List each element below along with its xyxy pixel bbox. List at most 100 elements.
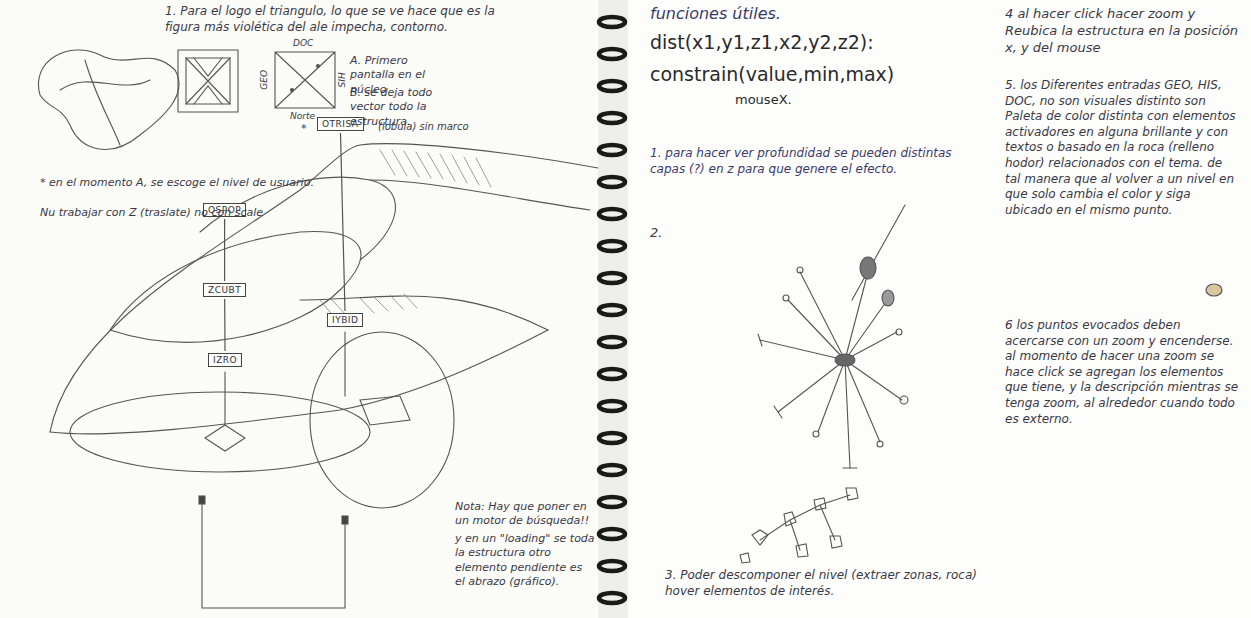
small-square [830, 536, 842, 548]
frame-line [202, 500, 345, 608]
burst-core [835, 354, 855, 366]
tag-box: IZRO [208, 353, 242, 367]
link-line [760, 495, 850, 550]
plate-ellipse [70, 392, 370, 472]
tag-box: ZCUBT [203, 283, 246, 297]
function-signature: constrain(value,min,max) [650, 62, 894, 87]
spoke-end [877, 441, 883, 447]
small-square [740, 553, 750, 563]
spiral-ring [599, 113, 625, 123]
tag-text: ZCUBT [208, 285, 241, 295]
spoke-line [760, 205, 905, 468]
note-text: y en un "loading" se toda la estructura … [455, 532, 595, 589]
triangle-sketch [60, 80, 150, 90]
star-mark: * [301, 122, 307, 136]
spiral-binding [599, 17, 625, 603]
direction-label: Norte [290, 111, 315, 123]
surface-outline [300, 296, 548, 330]
direction-label: DOC [293, 38, 313, 50]
right-page [628, 0, 1251, 618]
pencil-sketches [38, 50, 908, 608]
function-signature: dist(x1,y1,z1,x2,y2,z2): [650, 30, 874, 55]
logo-square [178, 50, 238, 112]
spoke-end [813, 431, 819, 437]
tag-text: IYBID [332, 315, 358, 325]
small-square [814, 498, 826, 510]
surface-outline [50, 330, 548, 434]
direction-label: HIS [335, 72, 347, 87]
dot [317, 65, 320, 68]
connector-line [224, 219, 225, 281]
plate-square [360, 396, 410, 425]
triangle-sketch [85, 60, 120, 145]
spiral-ring [599, 561, 625, 571]
spoke-end [783, 295, 789, 301]
surface-outline [370, 180, 590, 210]
spoke-end [900, 396, 908, 404]
note-text: * en el momento A, se escoge el nivel de… [40, 176, 320, 190]
stem-marker [199, 496, 205, 504]
function-name: mouseX. [735, 92, 792, 109]
spiral-ring [599, 177, 625, 187]
spiral-ring [599, 305, 625, 315]
spiral-ring [599, 209, 625, 219]
spoke-end [896, 329, 902, 335]
spiral-ring [599, 273, 625, 283]
small-diamond [752, 530, 768, 545]
pebble-icon [1206, 284, 1222, 296]
callout-number: 2. [650, 225, 662, 242]
spoke-end [797, 267, 803, 273]
spoke-end [882, 290, 894, 306]
numbered-note: 5. los Diferentes entradas GEO, HIS, DOC… [1005, 78, 1240, 218]
spiral-ring [599, 593, 625, 603]
hatch-lines [380, 150, 491, 187]
small-square [784, 512, 796, 526]
spiral-ring [599, 81, 625, 91]
section-heading: funciones útiles. [650, 4, 781, 25]
page-gutter [598, 0, 628, 618]
connector-line [224, 299, 226, 351]
note-text: 1. Para el logo el triangulo, lo que se … [165, 4, 525, 35]
spiral-ring [599, 369, 625, 379]
note-text: Nu trabajar con Z (traslate) no con scal… [40, 206, 330, 220]
stem-line [225, 332, 345, 425]
left-page [0, 0, 598, 618]
navigation-square [275, 52, 335, 108]
linked-squares [740, 488, 858, 563]
tag-box: IYBID [327, 313, 363, 327]
small-square [796, 544, 808, 557]
spoke-end [843, 467, 857, 468]
spiral-ring [599, 497, 625, 507]
spiral-ring [599, 17, 625, 27]
dot [291, 89, 294, 92]
small-square [846, 488, 858, 500]
surface-hatching [320, 150, 491, 318]
spiral-ring [599, 529, 625, 539]
annotation: (lobula) sin marco [378, 120, 488, 133]
triangle-sketch [38, 50, 179, 150]
spiral-ring [599, 49, 625, 59]
numbered-note: 1. para hacer ver profundidad se pueden … [650, 146, 980, 177]
plate-diamond [205, 425, 245, 451]
logo-cross [186, 58, 230, 104]
numbered-note: 3. Poder descomponer el nivel (extraer z… [665, 568, 1000, 599]
numbered-note: 4 al hacer click hacer zoom y Reubica la… [1005, 6, 1240, 57]
plate-ellipse [310, 332, 454, 508]
connector-line [340, 133, 344, 311]
numbered-note: 6 los puntos evocados deben acercarse co… [1005, 318, 1240, 427]
spiral-ring [599, 465, 625, 475]
tag-text: IZRO [213, 355, 237, 365]
spiral-ring [599, 433, 625, 443]
spiral-ring [599, 337, 625, 347]
spiral-ring [599, 145, 625, 155]
note-text: Nota: Hay que poner en un motor de búsqu… [455, 500, 595, 529]
spiral-ring [599, 401, 625, 411]
spoke-end [860, 257, 876, 279]
spiral-ring [599, 241, 625, 251]
direction-label: GEO [259, 70, 271, 90]
star-burst [758, 205, 908, 468]
